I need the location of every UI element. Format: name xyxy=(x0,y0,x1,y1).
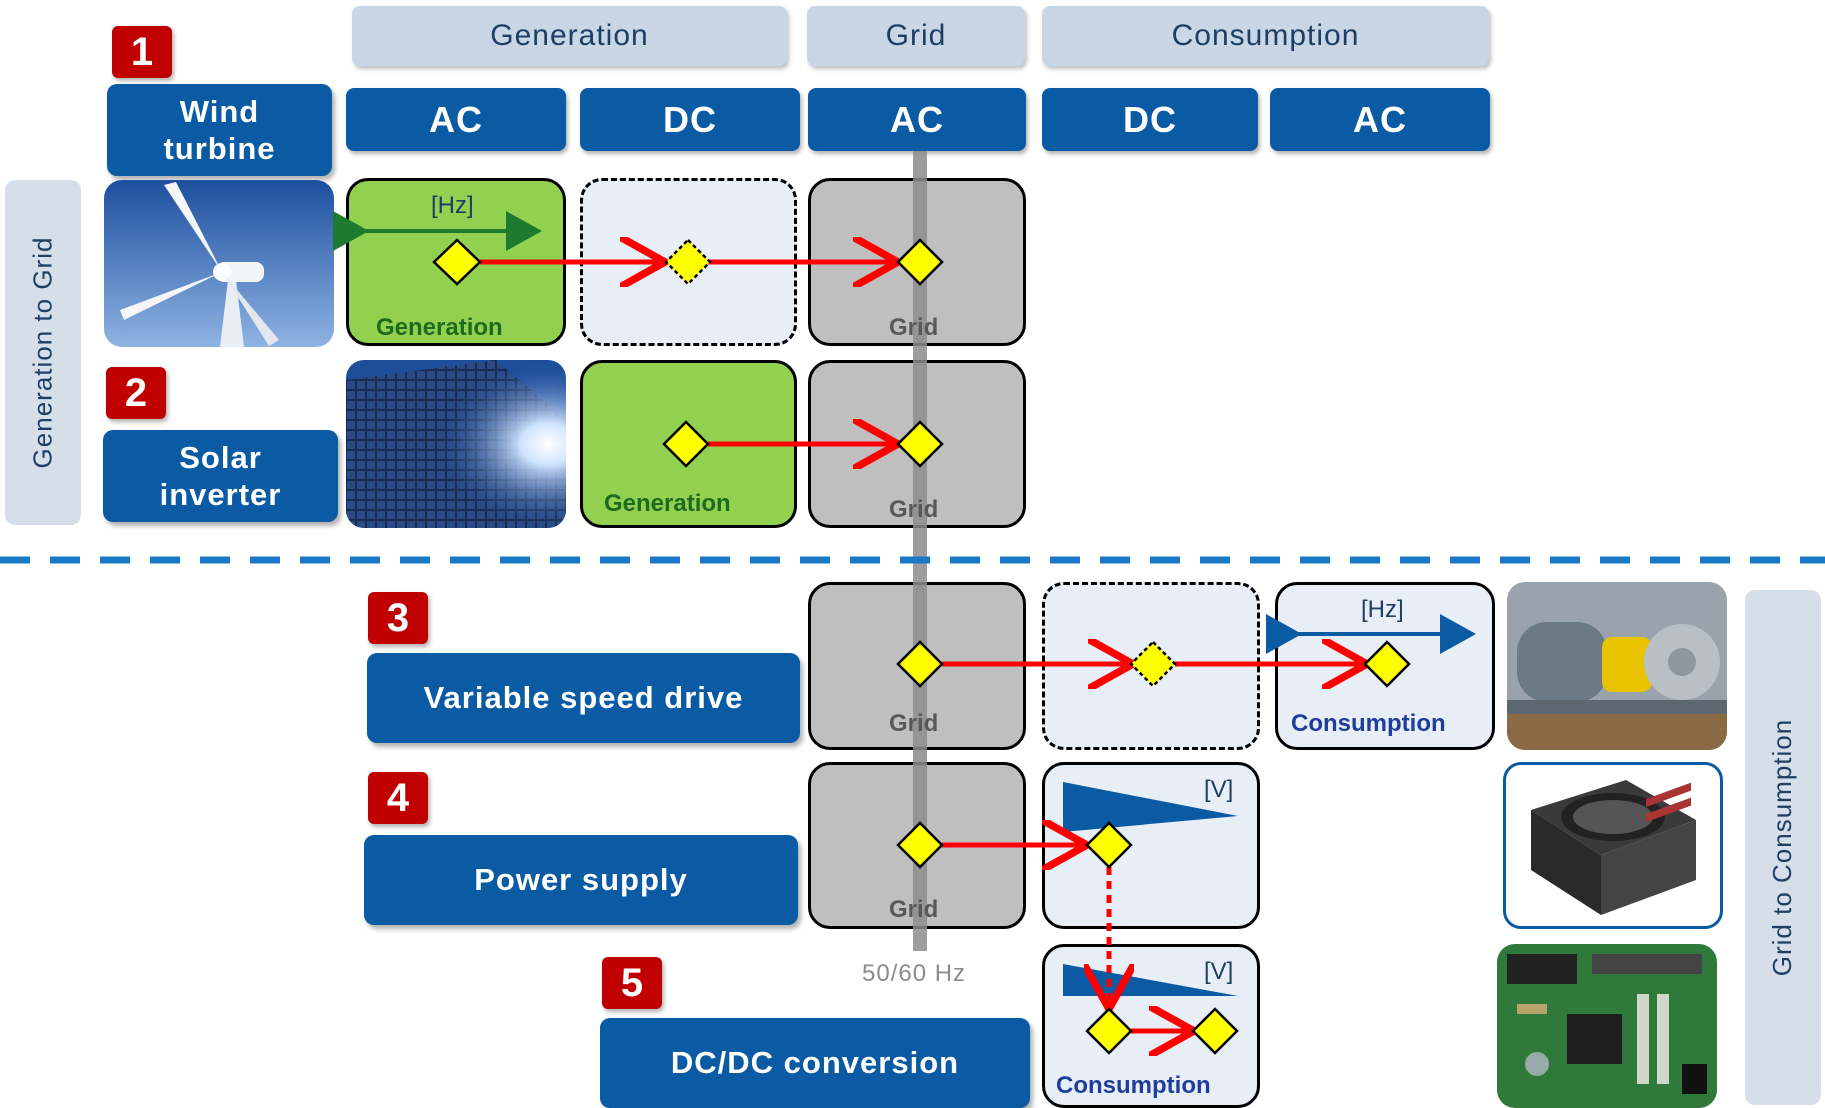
solar-panel-photo xyxy=(346,360,566,528)
unit-hz-generation: [Hz] xyxy=(431,192,474,219)
header-cons-ac: AC xyxy=(1270,88,1490,151)
voltage-ramp-row4 xyxy=(1063,782,1238,832)
circuit-board-photo xyxy=(1497,944,1717,1108)
node-diamond xyxy=(1085,821,1133,869)
side-label-grid-to-consumption: Grid to Consumption xyxy=(1745,590,1821,1105)
unit-v-row4: [V] xyxy=(1204,776,1234,803)
category-generation: Generation xyxy=(352,6,787,66)
row1-grid-label: Grid xyxy=(889,314,939,341)
app-label-solar-inverter: Solar inverter xyxy=(103,430,338,522)
unit-hz-consumption: [Hz] xyxy=(1361,596,1404,623)
grid-frequency-line xyxy=(913,151,927,951)
node-diamond xyxy=(896,420,944,468)
header-cons-dc: DC xyxy=(1042,88,1258,151)
number-badge-1: 1 xyxy=(112,26,172,78)
node-diamond xyxy=(1191,1007,1239,1055)
node-diamond xyxy=(1363,640,1411,688)
wind-turbine-photo xyxy=(104,180,334,347)
app-label-variable-speed-drive: Variable speed drive xyxy=(367,653,800,743)
node-diamond xyxy=(1129,640,1177,688)
number-badge-4: 4 xyxy=(368,772,428,824)
node-diamond xyxy=(432,238,482,286)
node-diamond xyxy=(896,821,944,869)
header-gen-ac: AC xyxy=(346,88,566,151)
row4-grid-label: Grid xyxy=(889,896,939,923)
row3-consumption-label: Consumption xyxy=(1291,710,1446,737)
category-grid: Grid xyxy=(807,6,1025,66)
header-grid-ac: AC xyxy=(808,88,1026,151)
app-label-dcdc-conversion: DC/DC conversion xyxy=(600,1018,1030,1108)
number-badge-3: 3 xyxy=(368,592,428,644)
app-label-power-supply: Power supply xyxy=(364,835,798,925)
psu-photo xyxy=(1503,762,1723,929)
grid-frequency-label: 50/60 Hz xyxy=(862,960,967,987)
node-diamond xyxy=(664,238,712,286)
category-consumption: Consumption xyxy=(1042,6,1489,66)
unit-v-row5: [V] xyxy=(1204,958,1234,985)
header-gen-dc: DC xyxy=(580,88,800,151)
number-badge-2: 2 xyxy=(106,367,166,419)
app-label-wind-turbine: Wind turbine xyxy=(107,84,332,176)
node-diamond xyxy=(896,238,944,286)
row1-generation-label: Generation xyxy=(376,314,503,341)
node-diamond xyxy=(896,640,944,688)
pump-motor-photo xyxy=(1507,582,1727,750)
row5-consumption-label: Consumption xyxy=(1056,1072,1211,1099)
row2-generation-label: Generation xyxy=(604,490,731,517)
number-badge-5: 5 xyxy=(602,957,662,1009)
row3-grid-label: Grid xyxy=(889,710,939,737)
node-diamond xyxy=(1085,1007,1133,1055)
side-label-generation-to-grid: Generation to Grid xyxy=(5,180,81,525)
row2-grid-label: Grid xyxy=(889,496,939,523)
node-diamond xyxy=(662,420,710,468)
